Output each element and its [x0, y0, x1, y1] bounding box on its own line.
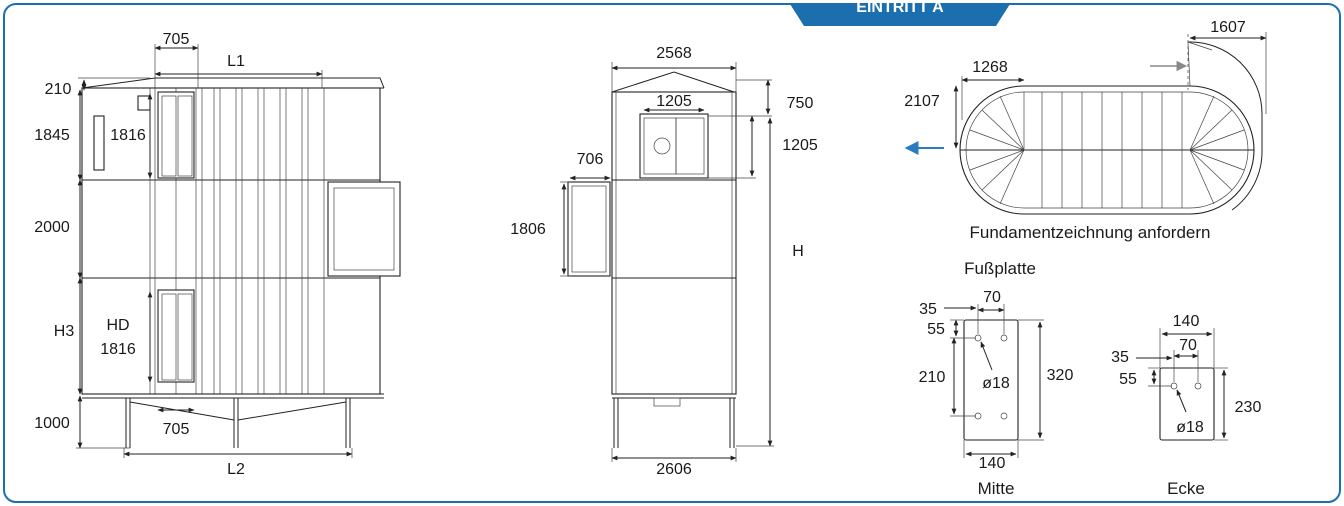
dim-2000: 2000 [34, 219, 70, 236]
side-view: 2568 1205 750 1205 706 1806 H 2606 [510, 45, 818, 478]
dim-h: H [792, 243, 804, 260]
ecke-dim-55: 55 [1119, 371, 1137, 388]
front-view: 705 L1 210 1845 1816 2000 H3 HD 1816 100… [34, 31, 401, 478]
dim-2606: 2606 [656, 461, 692, 478]
mitte-dim-140: 140 [979, 455, 1006, 472]
ecke-label: Ecke [1167, 479, 1205, 498]
dim-1845: 1845 [34, 127, 70, 144]
dim-706: 706 [577, 151, 604, 168]
header-tab-label: EINTRITT A [856, 0, 944, 16]
dim-2107: 2107 [904, 93, 940, 110]
foot-plate-mitte: 35 70 55 210 ø18 320 140 Mitte [919, 289, 1074, 498]
ecke-dim-140: 140 [1173, 313, 1200, 330]
ecke-dim-35: 35 [1111, 349, 1129, 366]
mitte-dim-d18: ø18 [982, 375, 1010, 392]
dim-1205-top: 1205 [656, 93, 692, 110]
dim-210: 210 [45, 81, 72, 98]
dim-1806: 1806 [510, 221, 546, 238]
dim-1000: 1000 [34, 415, 70, 432]
dim-1816-top: 1816 [110, 127, 146, 144]
dim-1205-right: 1205 [782, 137, 818, 154]
plan-caption: Fundamentzeichnung anfordern [970, 223, 1211, 242]
plan-view: 1607 1268 2107 Fundamentzeichnung anford… [904, 19, 1267, 242]
mitte-dim-35: 35 [919, 301, 937, 318]
foot-plate-title: Fußplatte [964, 259, 1036, 278]
dim-705-top: 705 [163, 31, 190, 48]
mitte-dim-320: 320 [1047, 367, 1074, 384]
mitte-dim-210: 210 [919, 369, 946, 386]
dim-1816-bottom: 1816 [100, 341, 136, 358]
dim-705-bottom: 705 [163, 421, 190, 438]
dim-l2: L2 [227, 461, 245, 478]
ecke-dim-230: 230 [1235, 399, 1262, 416]
dim-1268: 1268 [972, 59, 1008, 76]
foot-plate-ecke: 140 35 70 55 ø18 230 Ecke [1111, 313, 1261, 498]
dim-2568: 2568 [656, 45, 692, 62]
dim-750: 750 [787, 95, 814, 112]
dim-hd: HD [106, 317, 129, 334]
mitte-dim-55: 55 [927, 321, 945, 338]
dim-1607: 1607 [1210, 19, 1246, 36]
foot-plate-section: Fußplatte 35 70 55 210 ø18 32 [919, 259, 1262, 498]
ecke-dim-d18: ø18 [1176, 419, 1204, 436]
header-tab: EINTRITT A [790, 0, 1010, 26]
outer-frame [3, 3, 1341, 503]
mitte-label: Mitte [978, 479, 1015, 498]
dim-l1: L1 [227, 53, 245, 70]
ecke-dim-70: 70 [1179, 337, 1197, 354]
dim-h3: H3 [54, 323, 75, 340]
mitte-dim-70: 70 [983, 289, 1001, 306]
